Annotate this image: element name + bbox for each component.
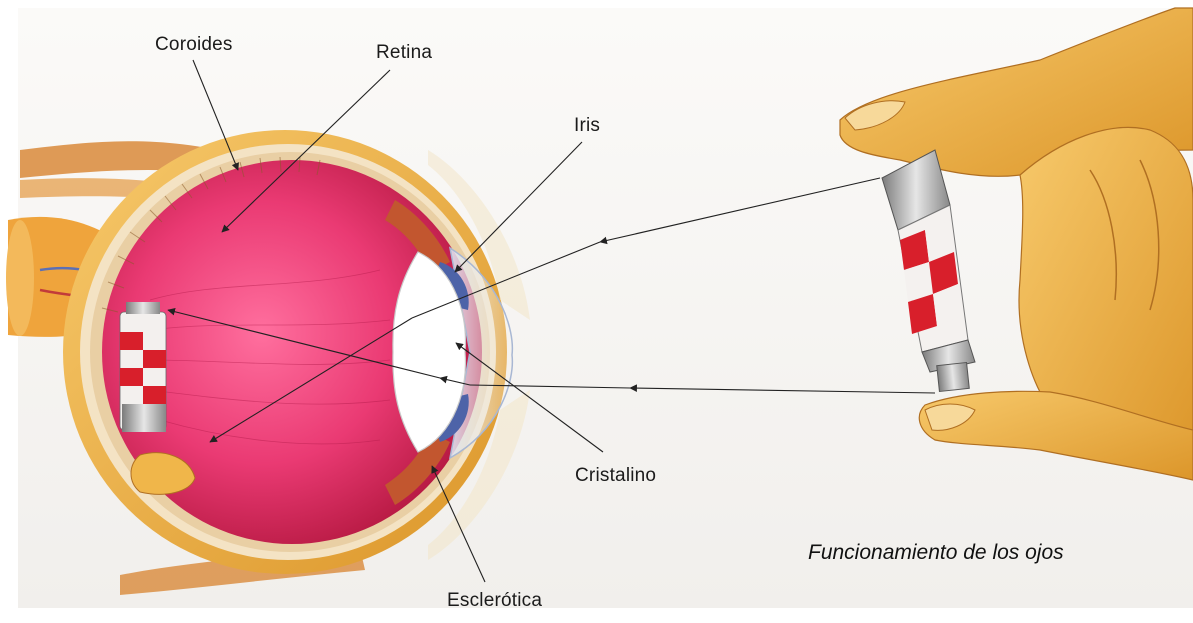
retina-image-tube bbox=[120, 302, 166, 432]
label-esclerotica: Esclerótica bbox=[447, 590, 542, 612]
figure-caption: Funcionamiento de los ojos bbox=[808, 541, 1064, 565]
optic-nerve-end bbox=[6, 220, 34, 336]
label-coroides: Coroides bbox=[155, 34, 233, 56]
label-retina: Retina bbox=[376, 42, 432, 64]
label-iris: Iris bbox=[574, 115, 600, 137]
tube-cap bbox=[937, 363, 970, 392]
label-cristalino: Cristalino bbox=[575, 465, 656, 487]
